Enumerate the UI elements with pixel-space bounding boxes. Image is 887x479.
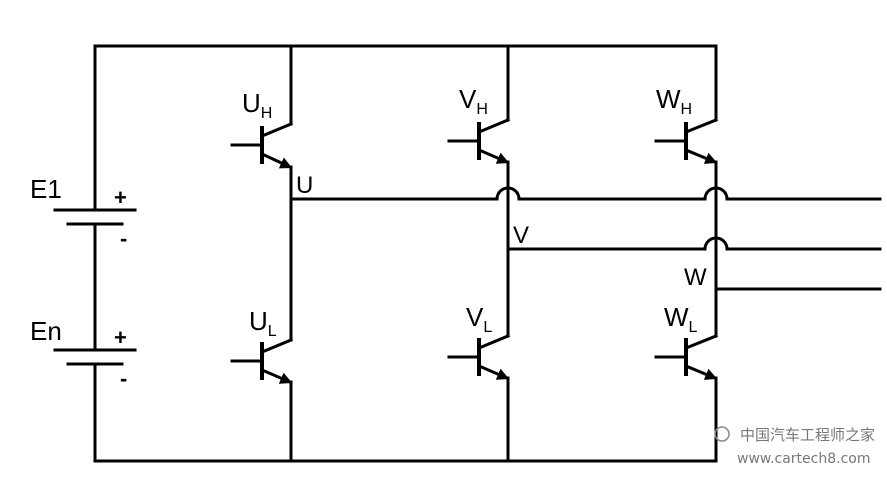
watermark-cn: 中国汽车工程师之家 — [740, 426, 875, 444]
phase-label-w: W — [684, 264, 707, 291]
phase-label-u: U — [296, 172, 313, 199]
switch-label-wl: WL — [664, 302, 698, 336]
transistor-uh — [230, 122, 293, 169]
en-plus-sign: + — [114, 325, 127, 350]
switch-label-wh: WH — [656, 84, 692, 118]
switch-label-uh: UH — [242, 88, 272, 122]
transistor-ul — [230, 338, 293, 384]
e1-plus-sign: + — [114, 185, 127, 210]
v-phase-output — [506, 236, 882, 251]
source-label-en: En — [30, 316, 62, 346]
phase-label-v: V — [513, 222, 529, 249]
source-label-e1: E1 — [30, 174, 62, 204]
transistor-vh — [447, 118, 510, 164]
switch-label-vh: VH — [459, 84, 488, 118]
e1-minus-sign: - — [120, 226, 127, 251]
transistor-wh — [654, 118, 718, 164]
wechat-icon — [714, 426, 730, 442]
transistor-wl — [654, 334, 718, 380]
watermark: 中国汽车工程师之家 www.cartech8.com — [714, 426, 875, 467]
watermark-url: www.cartech8.com — [737, 451, 870, 467]
en-minus-sign: - — [120, 366, 127, 391]
u-phase-output — [289, 186, 882, 201]
transistor-vl — [447, 334, 510, 380]
switch-label-vl: VL — [466, 302, 492, 336]
switch-label-ul: UL — [249, 306, 277, 340]
